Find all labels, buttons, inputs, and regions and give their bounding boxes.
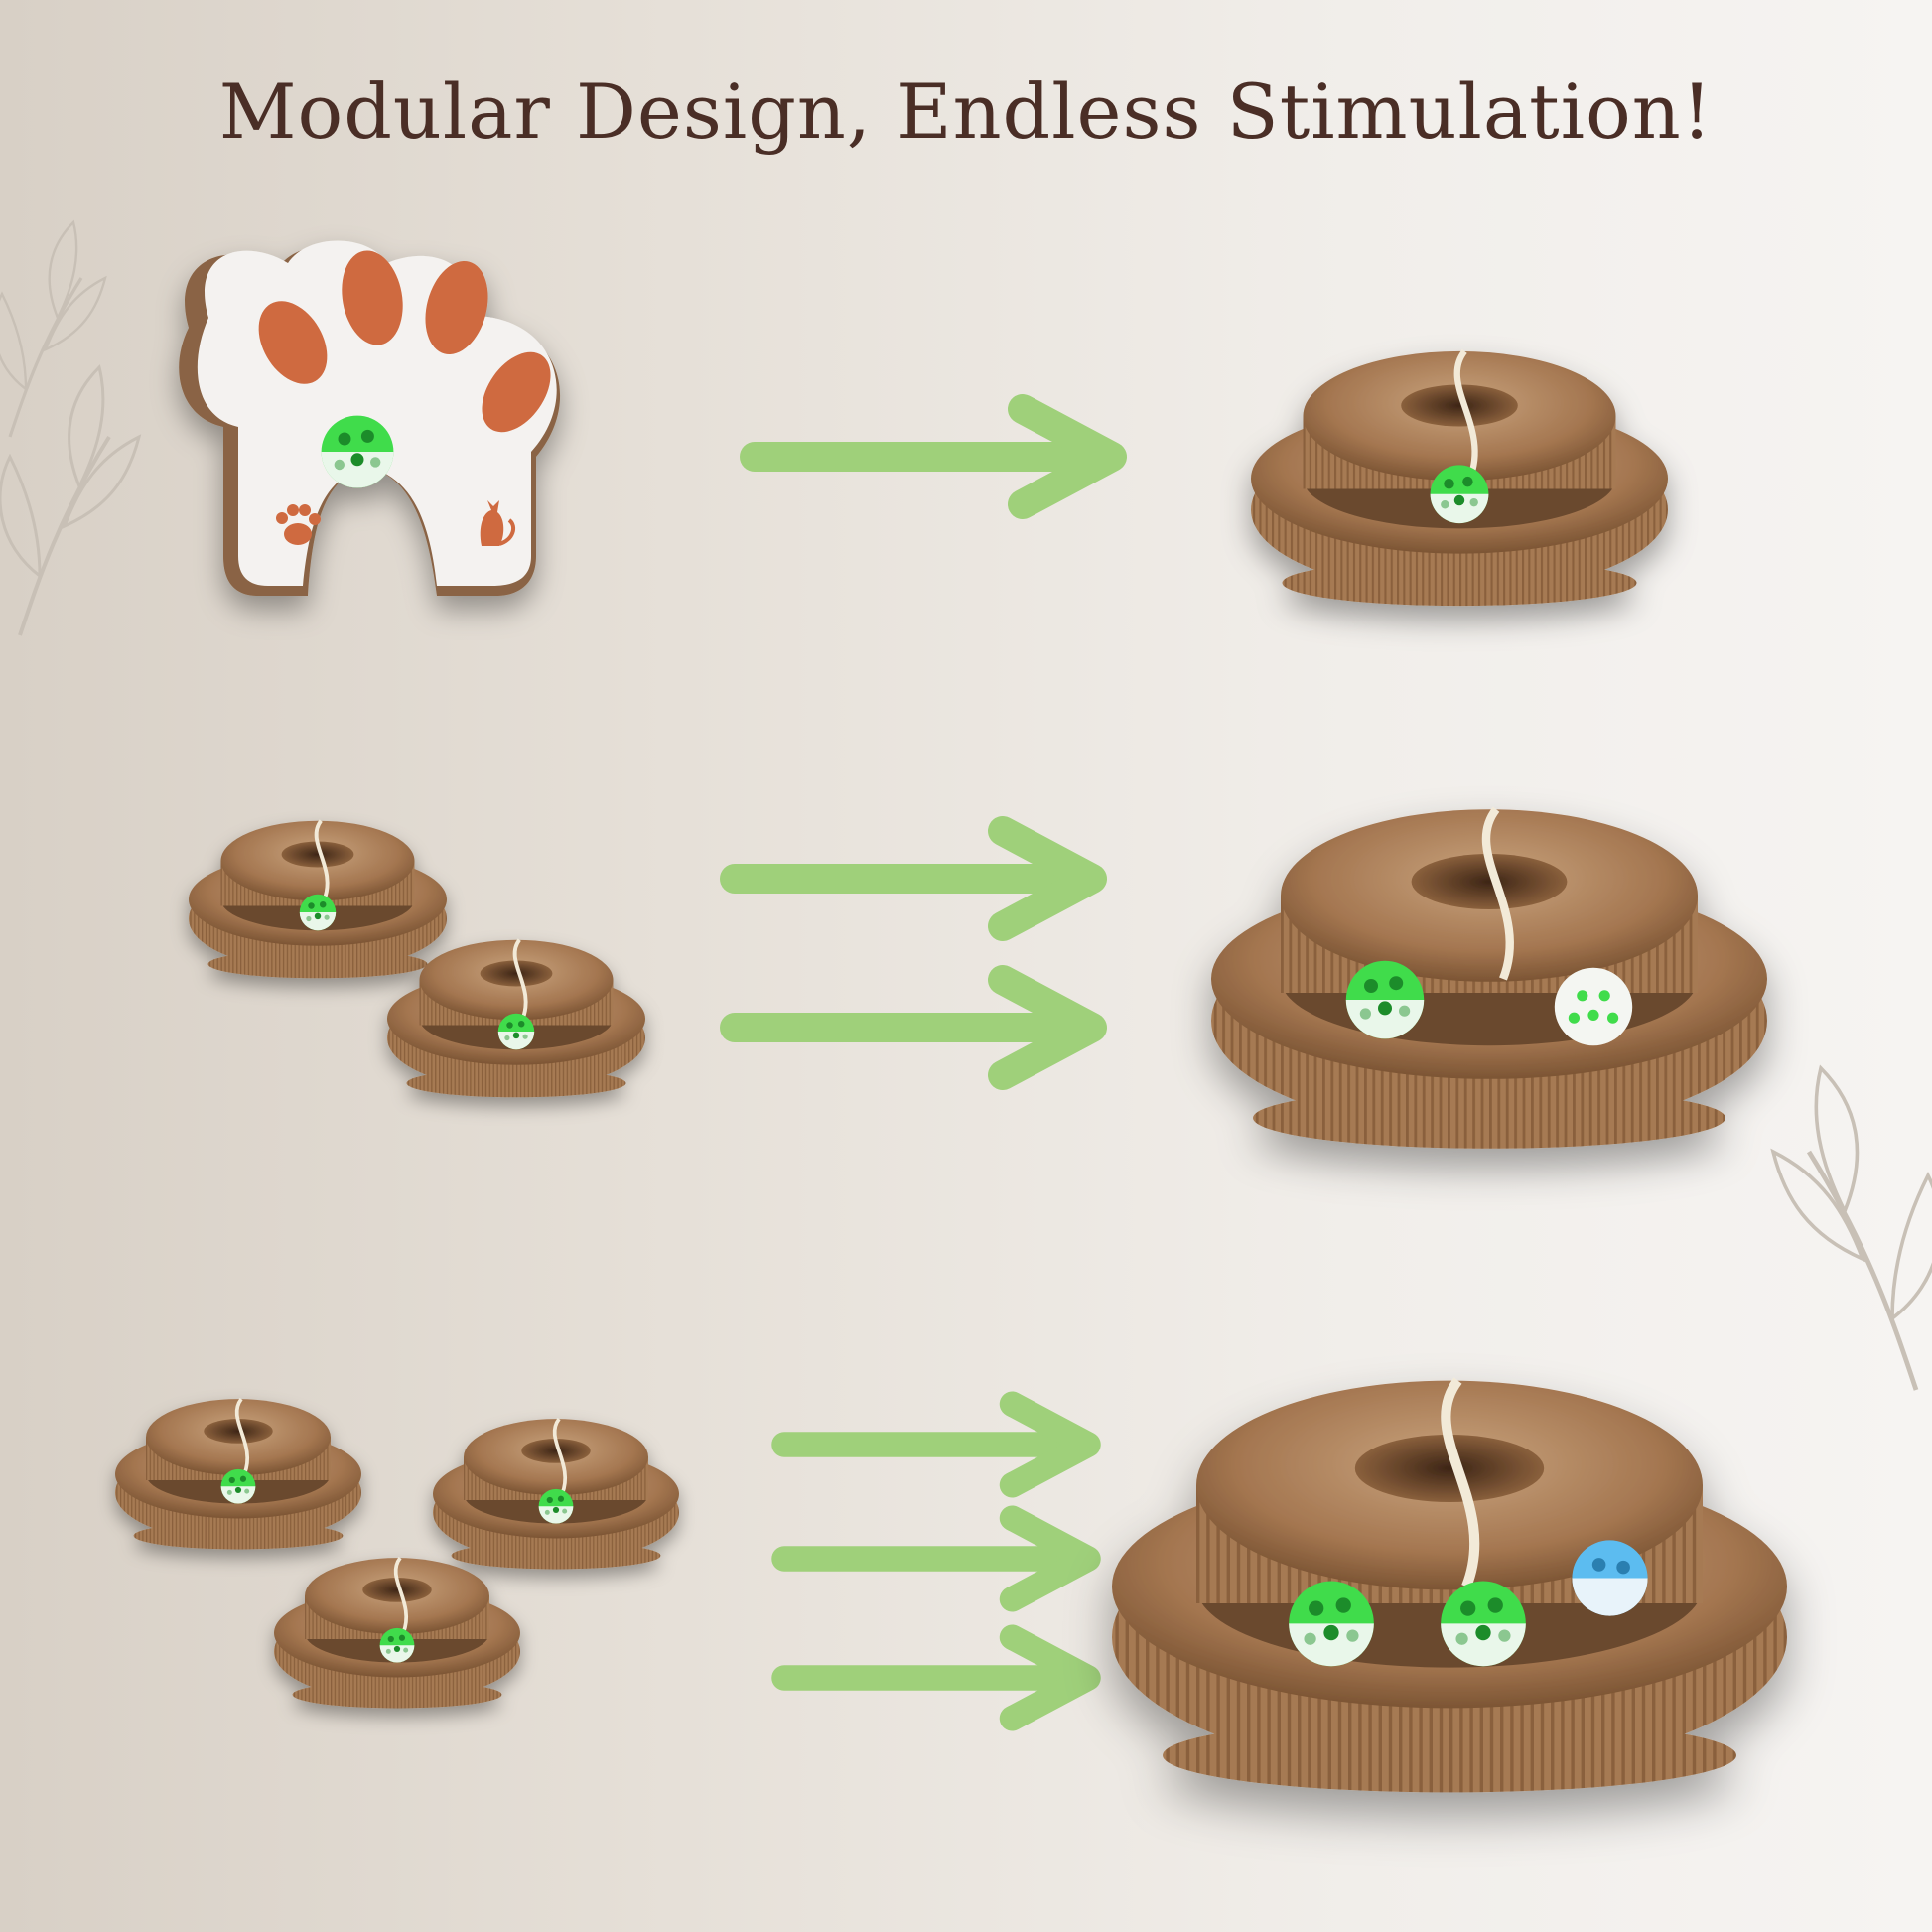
leaf-branch-icon xyxy=(1773,1068,1932,1390)
paw-scratcher xyxy=(179,240,561,596)
page-title: Modular Design, Endless Stimulation! xyxy=(218,68,1714,156)
small-scratcher xyxy=(113,1397,363,1552)
small-scratcher xyxy=(187,818,449,981)
arrow-right-icon xyxy=(784,1518,1088,1599)
arrow-right-icon xyxy=(735,831,1092,926)
two-tier-scratcher-3 xyxy=(1112,1381,1787,1793)
small-scratcher xyxy=(272,1556,522,1711)
arrow-right-icon xyxy=(735,980,1092,1075)
arrow-right-icon xyxy=(784,1637,1088,1719)
two-tier-scratcher-1 xyxy=(1251,351,1668,606)
leaf-branch-icon xyxy=(0,220,107,439)
small-scratcher xyxy=(431,1417,681,1572)
cat-icon xyxy=(480,500,516,546)
two-tier-scratcher-2 xyxy=(1211,809,1767,1149)
paw-print-icon xyxy=(276,504,321,545)
arrow-right-icon xyxy=(755,409,1112,504)
arrow-right-icon xyxy=(784,1404,1088,1485)
